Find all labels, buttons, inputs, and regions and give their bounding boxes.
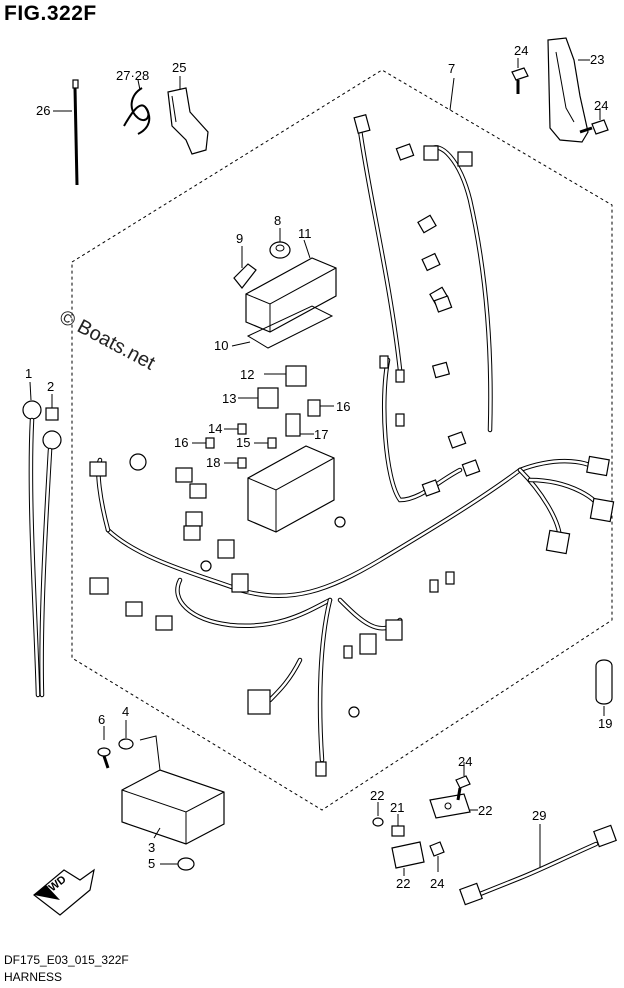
part-26-cable-tie: [53, 79, 79, 186]
callout-10: 10: [214, 338, 228, 353]
callout-24c: 24: [458, 754, 472, 769]
part-13-relay: [238, 387, 279, 409]
part-5-grommet: [160, 857, 195, 871]
callout-2: 2: [47, 379, 54, 394]
part-24-bolt-top: [511, 58, 529, 94]
part-6-bolt: [97, 726, 111, 769]
part-16-fuse: [307, 399, 334, 417]
harness-connectors: [89, 113, 615, 777]
callout-25: 25: [172, 60, 186, 75]
callout-24b: 24: [594, 98, 608, 113]
callout-16a: 16: [336, 399, 350, 414]
part-17-fuse: [285, 413, 314, 437]
part-7-wire-harness: [96, 77, 603, 763]
part-1-cable: [22, 381, 42, 698]
callout-17: 17: [314, 427, 328, 442]
callout-13: 13: [222, 391, 236, 406]
callout-19: 19: [598, 716, 612, 731]
callout-7: 7: [448, 61, 455, 76]
callout-22b: 22: [396, 876, 410, 891]
callout-1: 1: [25, 366, 32, 381]
part-19-cap: [595, 659, 613, 716]
callout-8: 8: [274, 213, 281, 228]
part-15-fuse: [254, 437, 277, 449]
model-code: DF175_E03_015_322F: [4, 953, 129, 967]
callout-27-28: 27·28: [116, 68, 149, 83]
part-16-fuse-small: [192, 437, 215, 449]
callout-14: 14: [208, 421, 222, 436]
callout-18: 18: [206, 455, 220, 470]
fwd-arrow: [33, 868, 95, 916]
callout-26: 26: [36, 103, 50, 118]
part-20-nut: [391, 814, 405, 837]
part-8-grommet: [269, 228, 291, 259]
part-22-plate-lower: [391, 841, 425, 876]
part-14-fuse: [224, 423, 247, 435]
callout-5: 5: [148, 856, 155, 871]
callout-6: 6: [98, 712, 105, 727]
part-29-extension-harness: [459, 824, 617, 906]
callout-20: 21: [390, 800, 404, 815]
part-18-fuse: [224, 457, 247, 469]
callout-11: 11: [298, 226, 312, 241]
part-24-bolt-mid: [455, 762, 471, 801]
callout-24d: 24: [430, 876, 444, 891]
part-24-bolt-right: [579, 108, 609, 135]
part-27-28-clip: [123, 79, 151, 135]
assembly-boundary: [71, 69, 613, 811]
callout-9: 9: [236, 231, 243, 246]
part-22-plate-upper: [429, 793, 478, 819]
part-9-clip: [233, 246, 257, 289]
junction-box: [247, 445, 335, 533]
callout-4: 4: [122, 704, 129, 719]
part-1-cable-b: [39, 430, 62, 698]
part-23-bracket: [547, 37, 590, 143]
part-24-bolt-low: [429, 841, 445, 872]
part-3-bracket: [121, 735, 225, 845]
callout-3: 3: [148, 840, 155, 855]
part-25-clamp: [167, 76, 209, 155]
part-12-relay: [264, 365, 307, 387]
callout-12: 12: [240, 367, 254, 382]
callout-15: 15: [236, 435, 250, 450]
callout-21: 22: [370, 788, 384, 803]
section-name: HARNESS: [4, 970, 63, 984]
callout-16b: 16: [174, 435, 188, 450]
callout-24a: 24: [514, 43, 528, 58]
part-4-washer: [118, 720, 134, 750]
part-21-washer: [372, 802, 384, 827]
callout-22a: 22: [478, 803, 492, 818]
callout-23: 23: [590, 52, 604, 67]
callout-29: 29: [532, 808, 546, 823]
part-10-seal: [231, 305, 334, 349]
callout-labels: 26 27·28 25 7 24 23 24 8 9 11 10 12 13 1…: [25, 43, 612, 898]
figure-title: FIG.322F: [4, 2, 97, 25]
part-11-fuse-box-cover: [245, 239, 337, 333]
part-2-nut: [45, 394, 59, 421]
